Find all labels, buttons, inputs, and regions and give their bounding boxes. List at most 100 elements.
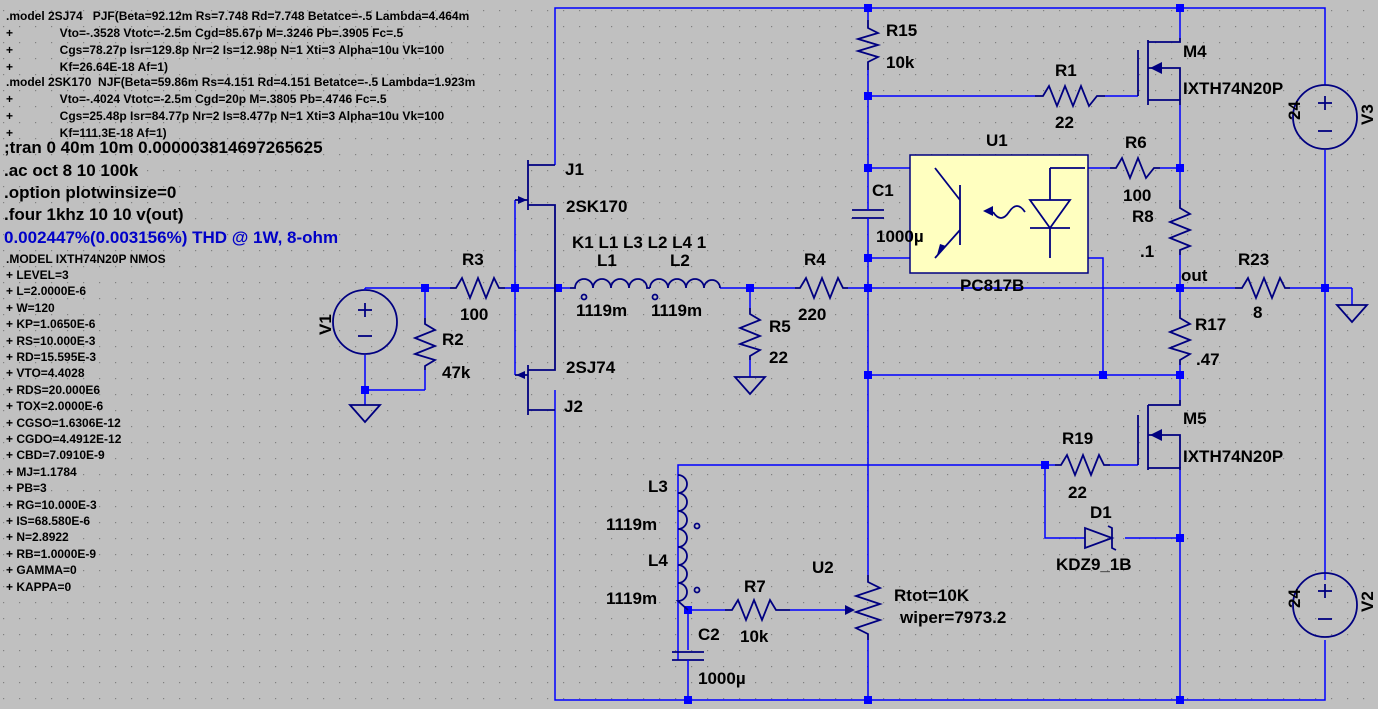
label-l2-name: L2 bbox=[670, 251, 690, 270]
label-r3-value: 100 bbox=[460, 305, 488, 324]
label-v3-value: 24 bbox=[1285, 101, 1304, 120]
label-u2-name: U2 bbox=[812, 558, 834, 577]
voltage-source-v3[interactable] bbox=[1292, 84, 1358, 150]
label-r17-value: .47 bbox=[1196, 350, 1220, 369]
model-line: + PB=3 bbox=[6, 481, 47, 495]
resistor-r8[interactable] bbox=[1167, 200, 1193, 255]
label-m5-model: IXTH74N20P bbox=[1183, 447, 1283, 466]
label-v2-name: V2 bbox=[1358, 591, 1377, 612]
label-d1-name: D1 bbox=[1090, 503, 1112, 522]
diode-d1[interactable] bbox=[1084, 525, 1117, 551]
label-net-out: out bbox=[1181, 266, 1208, 285]
jfet-j1[interactable] bbox=[515, 160, 556, 288]
label-c1-value: 1000µ bbox=[876, 227, 924, 246]
label-r2-name: R2 bbox=[442, 330, 464, 349]
resistor-r23[interactable] bbox=[1235, 275, 1290, 301]
label-j2-model: 2SJ74 bbox=[566, 358, 616, 377]
label-r23-value: 8 bbox=[1253, 303, 1262, 322]
potentiometer-u2[interactable] bbox=[853, 575, 883, 640]
resistor-r6[interactable] bbox=[1110, 155, 1160, 181]
inductor-l3[interactable] bbox=[677, 474, 688, 548]
wire-d1-anode bbox=[1044, 465, 1085, 539]
directive-option: .option plotwinsize=0 bbox=[4, 183, 176, 202]
inductor-l4[interactable] bbox=[675, 546, 689, 611]
model-line: + RB=1.0000E-9 bbox=[6, 547, 96, 561]
ground-symbol-out bbox=[1335, 304, 1369, 324]
label-r17-name: R17 bbox=[1195, 315, 1226, 334]
resistor-r5[interactable] bbox=[737, 308, 763, 360]
voltage-source-v1[interactable] bbox=[332, 288, 398, 355]
inductor-l3-dot bbox=[693, 522, 701, 530]
directive-ac: .ac oct 8 10 100k bbox=[4, 161, 139, 180]
mosfet-m4[interactable] bbox=[1137, 38, 1181, 105]
resistor-r15[interactable] bbox=[854, 20, 882, 70]
component-labels: R15 10k R1 22 M4 IXTH74N20P 24 V3 U1 PC8… bbox=[316, 21, 1377, 688]
optocoupler-u1[interactable] bbox=[909, 154, 1089, 274]
resistor-r19[interactable] bbox=[1055, 452, 1110, 478]
label-r4-name: R4 bbox=[804, 250, 826, 269]
directive-tran: ;tran 0 40m 10m 0.000003814697265625 bbox=[4, 138, 323, 157]
model-line: + RDS=20.000E6 bbox=[6, 383, 100, 397]
label-r23-name: R23 bbox=[1238, 250, 1269, 269]
label-l1-name: L1 bbox=[597, 251, 617, 270]
mosfet-m5[interactable] bbox=[1137, 400, 1181, 470]
model-line: .MODEL IXTH74N20P NMOS bbox=[6, 252, 166, 266]
resistor-r7[interactable] bbox=[725, 597, 790, 623]
directive-line: .model 2SK170 NJF(Beta=59.86m Rs=4.151 R… bbox=[6, 75, 475, 89]
model-line: + RG=10.000E-3 bbox=[6, 498, 97, 512]
resistor-r4[interactable] bbox=[795, 275, 848, 301]
capacitor-c2[interactable] bbox=[672, 651, 704, 665]
ground-symbol-v1 bbox=[348, 404, 382, 424]
resistor-r2[interactable] bbox=[412, 318, 438, 370]
model-line: + GAMMA=0 bbox=[6, 563, 77, 577]
label-m4-name: M4 bbox=[1183, 42, 1207, 61]
resistor-r3[interactable] bbox=[450, 275, 505, 301]
ground-symbol-r5 bbox=[733, 376, 767, 396]
model-line: + LEVEL=3 bbox=[6, 268, 69, 282]
label-m4-model: IXTH74N20P bbox=[1183, 79, 1283, 98]
label-r4-value: 220 bbox=[798, 305, 826, 324]
label-l3-name: L3 bbox=[648, 477, 668, 496]
label-r8-name: R8 bbox=[1132, 207, 1154, 226]
model-line: + RD=15.595E-3 bbox=[6, 350, 96, 364]
directive-line: + Vto=-.4024 Vtotc=-2.5m Cgd=20p M=.3805… bbox=[6, 92, 387, 106]
label-j2-name: J2 bbox=[564, 397, 583, 416]
model-line: + N=2.8922 bbox=[6, 530, 69, 544]
label-r3-name: R3 bbox=[462, 250, 484, 269]
model-line: + TOX=2.0000E-6 bbox=[6, 399, 104, 413]
model-line: + KP=1.0650E-6 bbox=[6, 317, 96, 331]
jfet-j2[interactable] bbox=[515, 288, 556, 415]
simulation-directives: ;tran 0 40m 10m 0.000003814697265625 .ac… bbox=[4, 138, 338, 247]
resistor-r17[interactable] bbox=[1167, 310, 1193, 365]
label-c1-name: C1 bbox=[872, 181, 894, 200]
label-r2-value: 47k bbox=[442, 363, 471, 382]
label-j1-name: J1 bbox=[565, 160, 584, 179]
thd-comment: 0.002447%(0.003156%) THD @ 1W, 8-ohm bbox=[4, 228, 338, 247]
directive-line: + Cgs=78.27p Isr=129.8p Nr=2 Is=12.98p N… bbox=[6, 43, 444, 57]
label-u1-model: PC817B bbox=[960, 276, 1024, 295]
label-m5-name: M5 bbox=[1183, 409, 1207, 428]
label-r15-value: 10k bbox=[886, 53, 915, 72]
label-l3-value: 1119m bbox=[606, 515, 657, 534]
spice-model-jfet: .model 2SJ74 PJF(Beta=92.12m Rs=7.748 Rd… bbox=[6, 9, 475, 140]
label-u2-rtot: Rtot=10K bbox=[894, 586, 970, 605]
label-r7-name: R7 bbox=[744, 577, 766, 596]
inductor-l2[interactable] bbox=[649, 278, 721, 289]
label-j1-model: 2SK170 bbox=[566, 197, 627, 216]
label-r1-value: 22 bbox=[1055, 113, 1074, 132]
model-line: + IS=68.580E-6 bbox=[6, 514, 90, 528]
resistor-r1[interactable] bbox=[1035, 83, 1105, 109]
voltage-source-v2[interactable] bbox=[1292, 572, 1358, 638]
inductor-l1-dot bbox=[580, 293, 588, 301]
model-line: + MJ=1.1784 bbox=[6, 465, 77, 479]
inductor-l2-dot bbox=[651, 293, 659, 301]
inductor-l1[interactable] bbox=[570, 278, 650, 289]
capacitor-c1[interactable] bbox=[852, 195, 884, 225]
model-line: + CGSO=1.6306E-12 bbox=[6, 416, 121, 430]
model-line: + L=2.0000E-6 bbox=[6, 284, 86, 298]
inductor-l4-dot bbox=[693, 586, 701, 594]
label-l2-value: 1119m bbox=[651, 301, 702, 320]
model-line: + KAPPA=0 bbox=[6, 580, 71, 594]
